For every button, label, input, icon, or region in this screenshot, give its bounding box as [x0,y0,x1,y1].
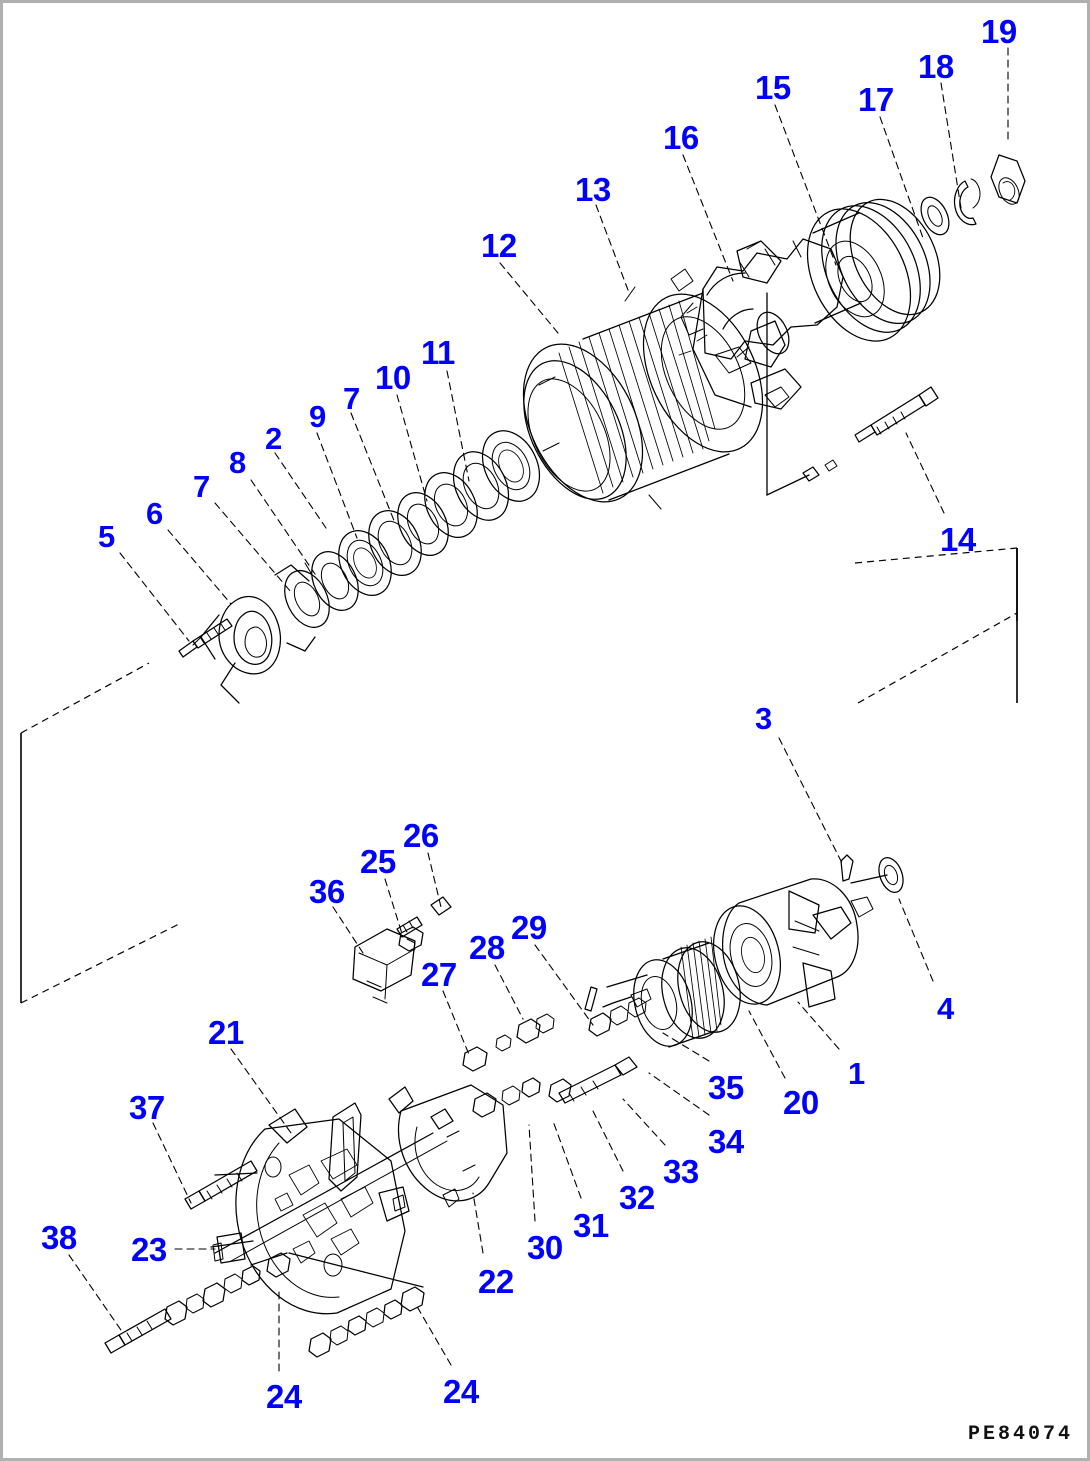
callout-7b: 7 [343,381,360,416]
leader-line-34 [648,1072,710,1116]
callout-14: 14 [940,521,976,558]
leader-lines [68,47,1009,1372]
leader-line-15 [774,104,837,266]
callout-17: 17 [858,81,894,118]
callout-4: 4 [937,991,954,1026]
washer-stack [284,430,541,628]
callout-15: 15 [755,69,791,106]
callout-29: 29 [511,909,547,946]
callout-34: 34 [708,1123,744,1160]
leader-line-20 [748,1010,786,1079]
callout-26: 26 [403,817,439,854]
leader-line-4 [898,898,934,982]
leader-line-33 [622,1098,666,1146]
leader-line-12 [499,262,559,334]
callout-23: 23 [131,1231,167,1268]
leader-line-14 [905,432,945,514]
callout-35: 35 [708,1069,744,1106]
callout-37: 37 [129,1089,165,1126]
panel-separators [20,547,1018,1004]
part-rear-housing [670,238,844,410]
callout-28: 28 [469,929,505,966]
leader-line-9 [316,432,358,539]
callout-21: 21 [208,1014,244,1051]
part-brush-holder [328,1056,638,1208]
callout-1: 1 [848,1056,865,1091]
callout-32: 32 [619,1179,655,1216]
part-rotor-coil [602,936,741,1048]
leader-line-37 [152,1122,192,1204]
drawing-number: PE84074 [967,1423,1073,1446]
part-group-upper-left [178,430,541,704]
leader-line-35 [662,1032,710,1062]
callout-25: 25 [360,843,396,880]
leader-line-8 [250,479,316,575]
leader-line-36 [332,906,364,954]
leader-line-18 [940,82,962,209]
callout-12: 12 [481,227,517,264]
leader-line-27 [442,990,471,1058]
leader-line-32 [592,1110,624,1172]
callout-31: 31 [573,1207,609,1244]
leader-line-21 [230,1048,292,1134]
leader-line-28 [494,964,524,1020]
leader-line-16 [682,154,734,282]
leader-line-11 [446,370,470,482]
leader-line-5 [119,552,190,642]
leader-line-1 [797,1001,840,1050]
callout-19: 19 [981,13,1017,50]
callout-20: 20 [783,1084,819,1121]
callout-9: 9 [309,399,326,434]
callout-27: 27 [421,956,457,993]
part-pulley-group [736,154,1026,368]
callout-7: 7 [193,469,210,504]
callout-6: 6 [146,496,163,531]
leader-line-24b [414,1302,452,1366]
callout-3: 3 [755,701,772,736]
leader-line-7 [214,502,292,593]
callout-38: 38 [41,1219,77,1256]
leader-line-17 [879,116,924,239]
leader-line-26 [427,852,442,908]
line-art-layer [20,47,1026,1372]
part-pump-housing [713,854,904,1008]
leader-line-38 [68,1254,124,1334]
callout-2: 2 [265,421,282,456]
part-main-housing [104,1108,448,1358]
callout-13: 13 [575,171,611,208]
callout-8: 8 [229,445,246,480]
part-bolt-14 [766,292,939,497]
callout-33: 33 [663,1153,699,1190]
leader-line-31 [552,1120,582,1199]
callout-24: 24 [266,1378,302,1415]
leader-line-25 [384,878,404,938]
callout-5: 5 [98,519,115,554]
part-stator [522,286,764,510]
leader-line-7b [350,412,396,524]
callout-10: 10 [375,359,411,396]
leader-line-22 [472,1192,484,1254]
callout-36: 36 [309,873,345,910]
callout-18: 18 [918,48,954,85]
callout-24b: 24 [443,1373,479,1410]
callout-16: 16 [663,119,699,156]
leader-line-13 [595,204,629,291]
callout-30: 30 [527,1229,563,1266]
leader-line-10 [396,394,428,502]
leader-line-29 [534,944,594,1026]
part-small-hardware [352,896,648,1072]
leader-line-30 [528,1124,536,1222]
leader-line-3 [778,737,844,866]
callout-11: 11 [421,334,455,371]
callout-22: 22 [478,1263,514,1300]
leader-line-6 [167,529,232,605]
leader-line-2 [274,452,327,529]
